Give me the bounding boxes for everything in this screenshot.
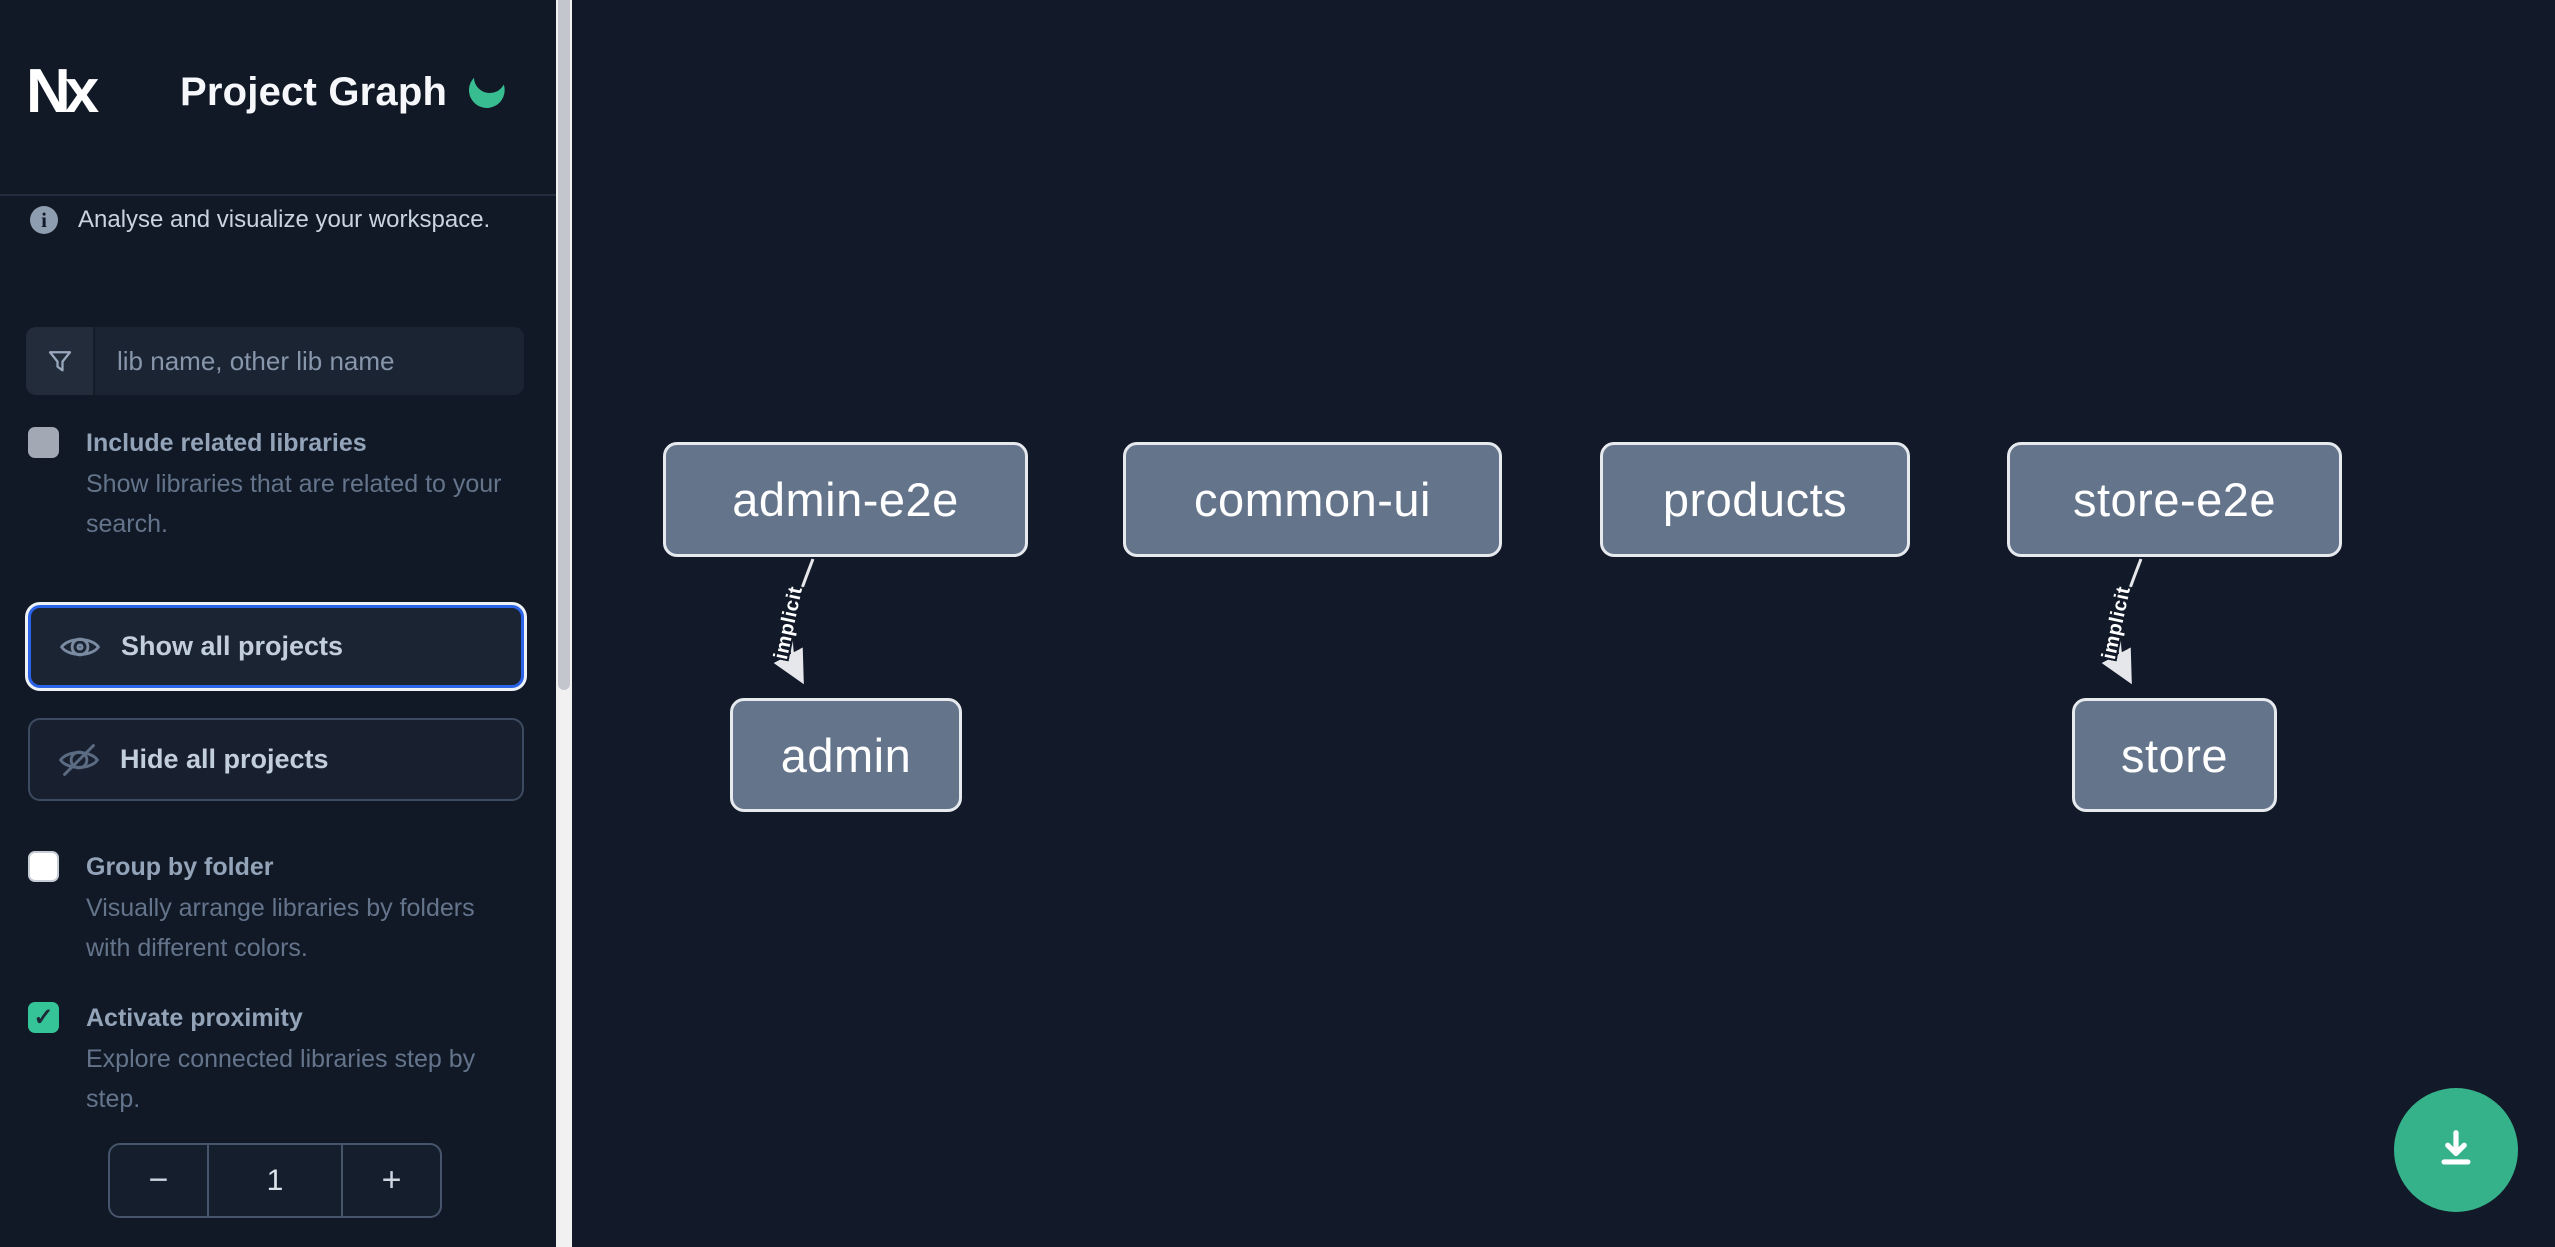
group-by-folder-checkbox[interactable]	[28, 851, 59, 882]
include-related-checkbox[interactable]	[28, 427, 59, 458]
graph-node-admin[interactable]: admin	[730, 698, 962, 812]
intro-text: Analyse and visualize your workspace.	[78, 206, 491, 233]
hide-all-projects-button[interactable]: Hide all projects	[28, 718, 524, 801]
activate-proximity-description: Explore connected libraries step by step…	[86, 1045, 476, 1113]
option-activate-proximity: ✓ Activate proximity Explore connected l…	[28, 999, 528, 1119]
download-image-button[interactable]	[2394, 1088, 2518, 1212]
include-related-label: Include related libraries	[86, 429, 367, 457]
download-icon	[2441, 1130, 2471, 1165]
proximity-decrement-button[interactable]: −	[110, 1145, 207, 1216]
proximity-value: 1	[207, 1145, 343, 1216]
graph-node-products[interactable]: products	[1600, 442, 1910, 557]
sidebar-scrollbar-thumb[interactable]	[558, 0, 570, 690]
include-related-description: Show libraries that are related to your …	[86, 470, 502, 538]
search-bar	[26, 327, 524, 395]
graph-node-label: admin-e2e	[732, 473, 959, 526]
show-all-projects-label: Show all projects	[121, 631, 344, 661]
eye-icon	[59, 637, 101, 656]
option-group-by-folder: Group by folder Visually arrange librari…	[28, 848, 528, 968]
eye-off-icon	[58, 743, 100, 776]
graph-node-common-ui[interactable]: common-ui	[1123, 442, 1502, 557]
graph-node-store[interactable]: store	[2072, 698, 2277, 812]
graph-node-label: admin	[780, 728, 912, 782]
activate-proximity-checkbox[interactable]: ✓	[28, 1002, 59, 1033]
group-by-folder-description: Visually arrange libraries by folders wi…	[86, 894, 475, 962]
graph-node-label: store-e2e	[2072, 473, 2277, 526]
sidebar-header: Nx Project Graph	[0, 0, 556, 196]
proximity-increment-button[interactable]: +	[343, 1145, 440, 1216]
proximity-stepper: − 1 +	[108, 1143, 442, 1218]
graph-node-admin-e2e[interactable]: admin-e2e	[663, 442, 1028, 557]
show-all-projects-button[interactable]: Show all projects	[28, 605, 524, 688]
intro-row: i Analyse and visualize your workspace.	[30, 206, 530, 234]
info-icon: i	[30, 206, 58, 234]
sidebar-scrollbar-track[interactable]	[556, 0, 572, 1247]
dark-mode-moon-icon[interactable]	[466, 70, 508, 112]
graph-node-label: common-ui	[1194, 473, 1431, 526]
graph-node-label: products	[1662, 473, 1848, 526]
filter-icon	[26, 327, 95, 395]
page-title: Project Graph	[180, 70, 448, 114]
search-input[interactable]	[95, 327, 524, 395]
graph-node-label: store	[2121, 728, 2228, 782]
option-include-related: Include related libraries Show libraries…	[28, 424, 528, 544]
group-by-folder-label: Group by folder	[86, 853, 274, 881]
hide-all-projects-label: Hide all projects	[120, 744, 329, 774]
activate-proximity-label: Activate proximity	[86, 1004, 303, 1032]
sidebar: Nx Project Graph i Analyse and visualize…	[0, 0, 556, 1247]
graph-node-store-e2e[interactable]: store-e2e	[2007, 442, 2342, 557]
nx-logo: Nx	[26, 57, 99, 126]
project-graph-canvas[interactable]	[572, 0, 2555, 1247]
